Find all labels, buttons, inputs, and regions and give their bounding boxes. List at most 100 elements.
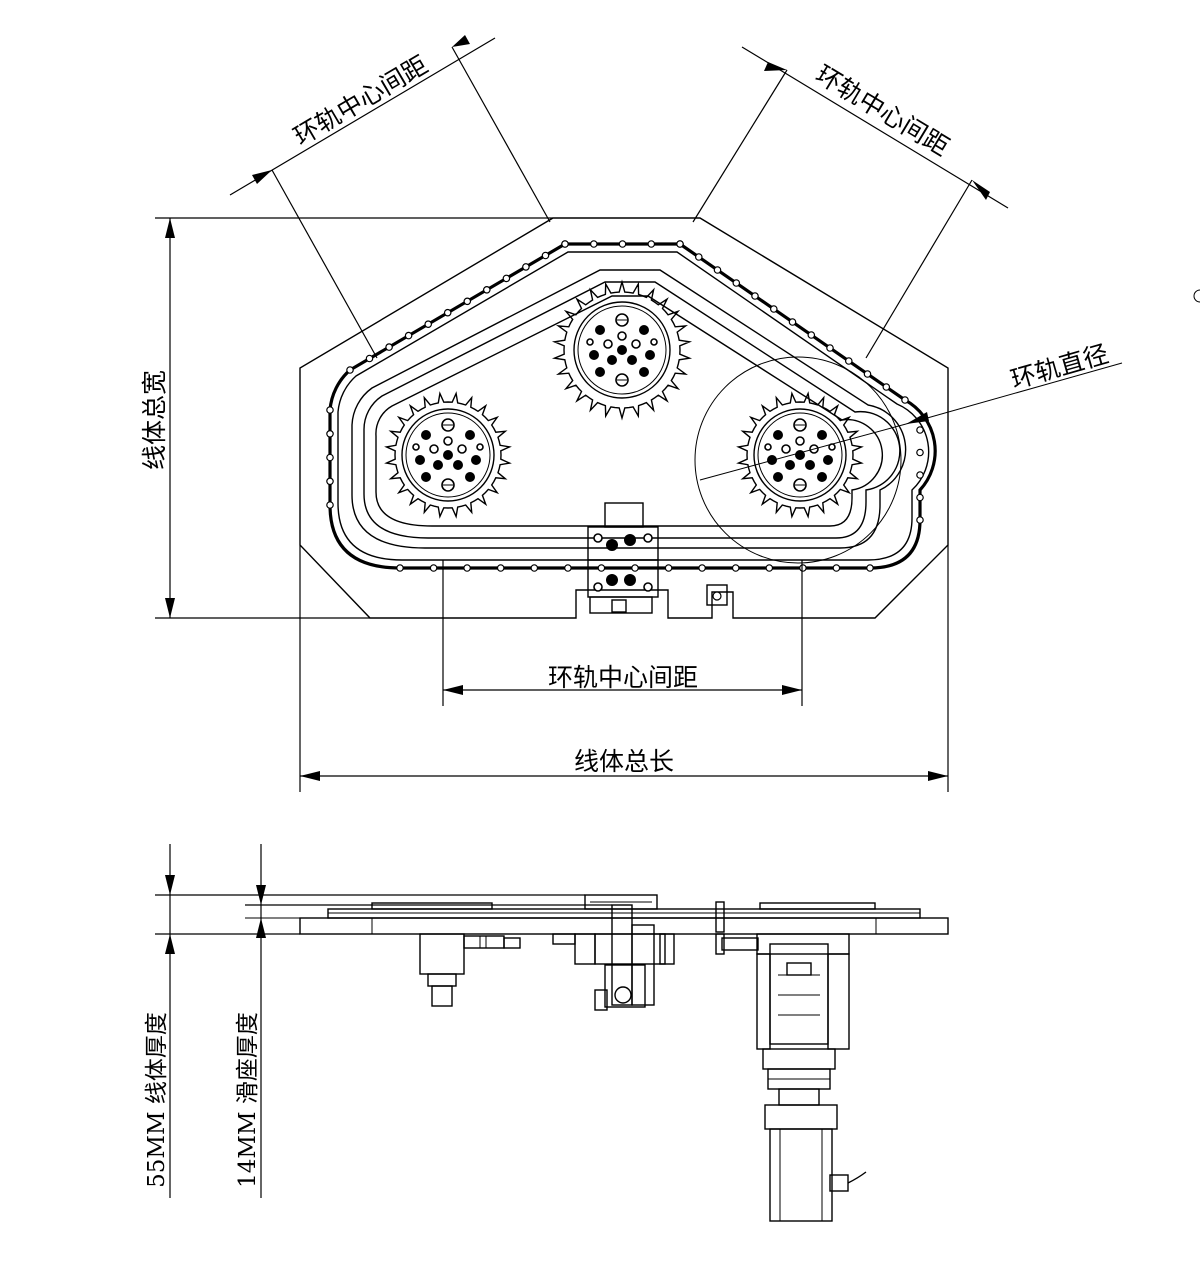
upper-left-center-distance-dim-line: [229, 37, 496, 196]
track-hole: [463, 564, 471, 572]
sprocket-bolt: [795, 436, 805, 446]
top-view: [299, 217, 1123, 619]
track-hole: [365, 354, 374, 363]
track-hole: [424, 320, 433, 329]
track-hole: [541, 251, 550, 260]
sprocket-bolt: [595, 325, 605, 335]
sprocket-hub-ring: [577, 305, 667, 395]
sprocket-bolt: [781, 444, 791, 454]
sprocket-bolt: [415, 455, 425, 465]
sprocket-bolt: [465, 430, 475, 440]
track-hole: [326, 453, 334, 462]
track-hole: [866, 564, 874, 572]
track-hole: [564, 564, 572, 572]
sprocket-bolt: [429, 444, 439, 454]
sprocket-teeth: [384, 391, 512, 519]
side-left-bearing-block: [419, 933, 465, 975]
sprocket-bolt: [645, 350, 655, 360]
track-hole: [916, 493, 924, 502]
sprocket-bolt: [457, 444, 467, 454]
track-hole: [916, 448, 924, 457]
ring-track-outer-inner-edge: [337, 251, 930, 561]
sprocket-bolt: [817, 430, 827, 440]
top-view-dimensions: 线体总宽 线体总长 环轨中心间距 环轨中心间距 环轨中心间距 环轨直径: [140, 35, 1112, 792]
sprocket-hub: [753, 408, 847, 502]
sprocket-bolt: [443, 436, 453, 446]
track-hole: [396, 564, 404, 572]
track-hole: [882, 383, 891, 391]
track-hole: [844, 357, 853, 365]
track-mounting-holes: [326, 240, 924, 572]
track-hole: [788, 318, 797, 326]
sprocket-bolt: [639, 325, 649, 335]
sprocket-bolt: [607, 355, 617, 365]
track-hole: [647, 240, 656, 248]
sprocket-bolt: [589, 350, 599, 360]
track-hole: [694, 253, 703, 261]
total-width-label: 线体总宽: [140, 370, 169, 470]
track-hole: [765, 564, 774, 572]
sprocket-bolt: [817, 472, 827, 482]
track-hole: [385, 343, 393, 351]
track-hole: [618, 240, 627, 248]
ring-diameter-leader: [905, 362, 1123, 425]
side-main-plate: [299, 917, 949, 935]
side-view-dimensions: 55MM 线体厚度 14MM 滑座厚度: [144, 844, 612, 1198]
sprocket-hub: [401, 408, 495, 502]
upper-right-center-distance-label: 环轨中心间距: [811, 60, 955, 162]
slider-thickness-label: 14MM 滑座厚度: [235, 1012, 261, 1188]
line-body-thickness-label: 55MM 线体厚度: [144, 1012, 170, 1188]
track-hole: [826, 344, 834, 352]
side-view: [299, 894, 949, 1222]
sprocket-left: [384, 391, 512, 519]
track-hole: [751, 292, 759, 300]
sprocket-bolt: [465, 472, 475, 482]
sprocket-top: [551, 279, 693, 421]
bottom-center-distance-label: 环轨中心间距: [548, 663, 698, 692]
sprocket-bolt: [773, 472, 783, 482]
track-hole: [326, 477, 334, 486]
track-hole: [443, 308, 452, 317]
track-hole: [522, 263, 530, 271]
track-hole: [326, 429, 334, 438]
sprocket-bolt: [631, 339, 641, 349]
sprocket-bolt: [805, 460, 815, 470]
track-hole: [482, 285, 491, 294]
sprocket-bolt: [421, 472, 431, 482]
ring-diameter-circle: [694, 356, 902, 564]
sprocket-bolt: [764, 443, 772, 451]
sprocket-bolt: [627, 355, 637, 365]
sprocket-hub: [573, 301, 671, 399]
track-hole: [404, 331, 413, 340]
track-hole: [631, 564, 639, 572]
sprocket-teeth: [551, 279, 693, 421]
sprocket-bolt: [471, 455, 481, 465]
sprocket-hub-ring: [405, 412, 491, 498]
track-hole: [807, 331, 816, 339]
sprocket-bolt: [603, 339, 613, 349]
side-drive-motor: [756, 933, 867, 1222]
track-hole: [769, 305, 778, 313]
ring-diameter-arrow: [906, 412, 929, 424]
track-hole: [561, 240, 569, 248]
track-hole: [916, 516, 924, 524]
sprocket-bolt: [639, 367, 649, 377]
upper-left-center-distance-label: 环轨中心间距: [289, 50, 433, 151]
sprocket-bolt: [773, 430, 783, 440]
ring-track-inner-2: [363, 281, 901, 539]
track-hole: [326, 406, 334, 414]
sprocket-bolt: [785, 460, 795, 470]
track-hole: [916, 471, 924, 479]
sprocket-bolt: [433, 460, 443, 470]
ring-track-inner: [351, 269, 907, 549]
sprocket-bolt: [453, 460, 463, 470]
track-hole: [597, 564, 606, 572]
track-hole: [901, 396, 909, 404]
track-hole: [664, 564, 673, 572]
sprocket-bolt: [443, 450, 453, 460]
track-hole: [429, 564, 438, 572]
sprocket-bolt: [586, 338, 594, 346]
track-hole: [713, 266, 722, 274]
track-hole: [731, 564, 740, 572]
